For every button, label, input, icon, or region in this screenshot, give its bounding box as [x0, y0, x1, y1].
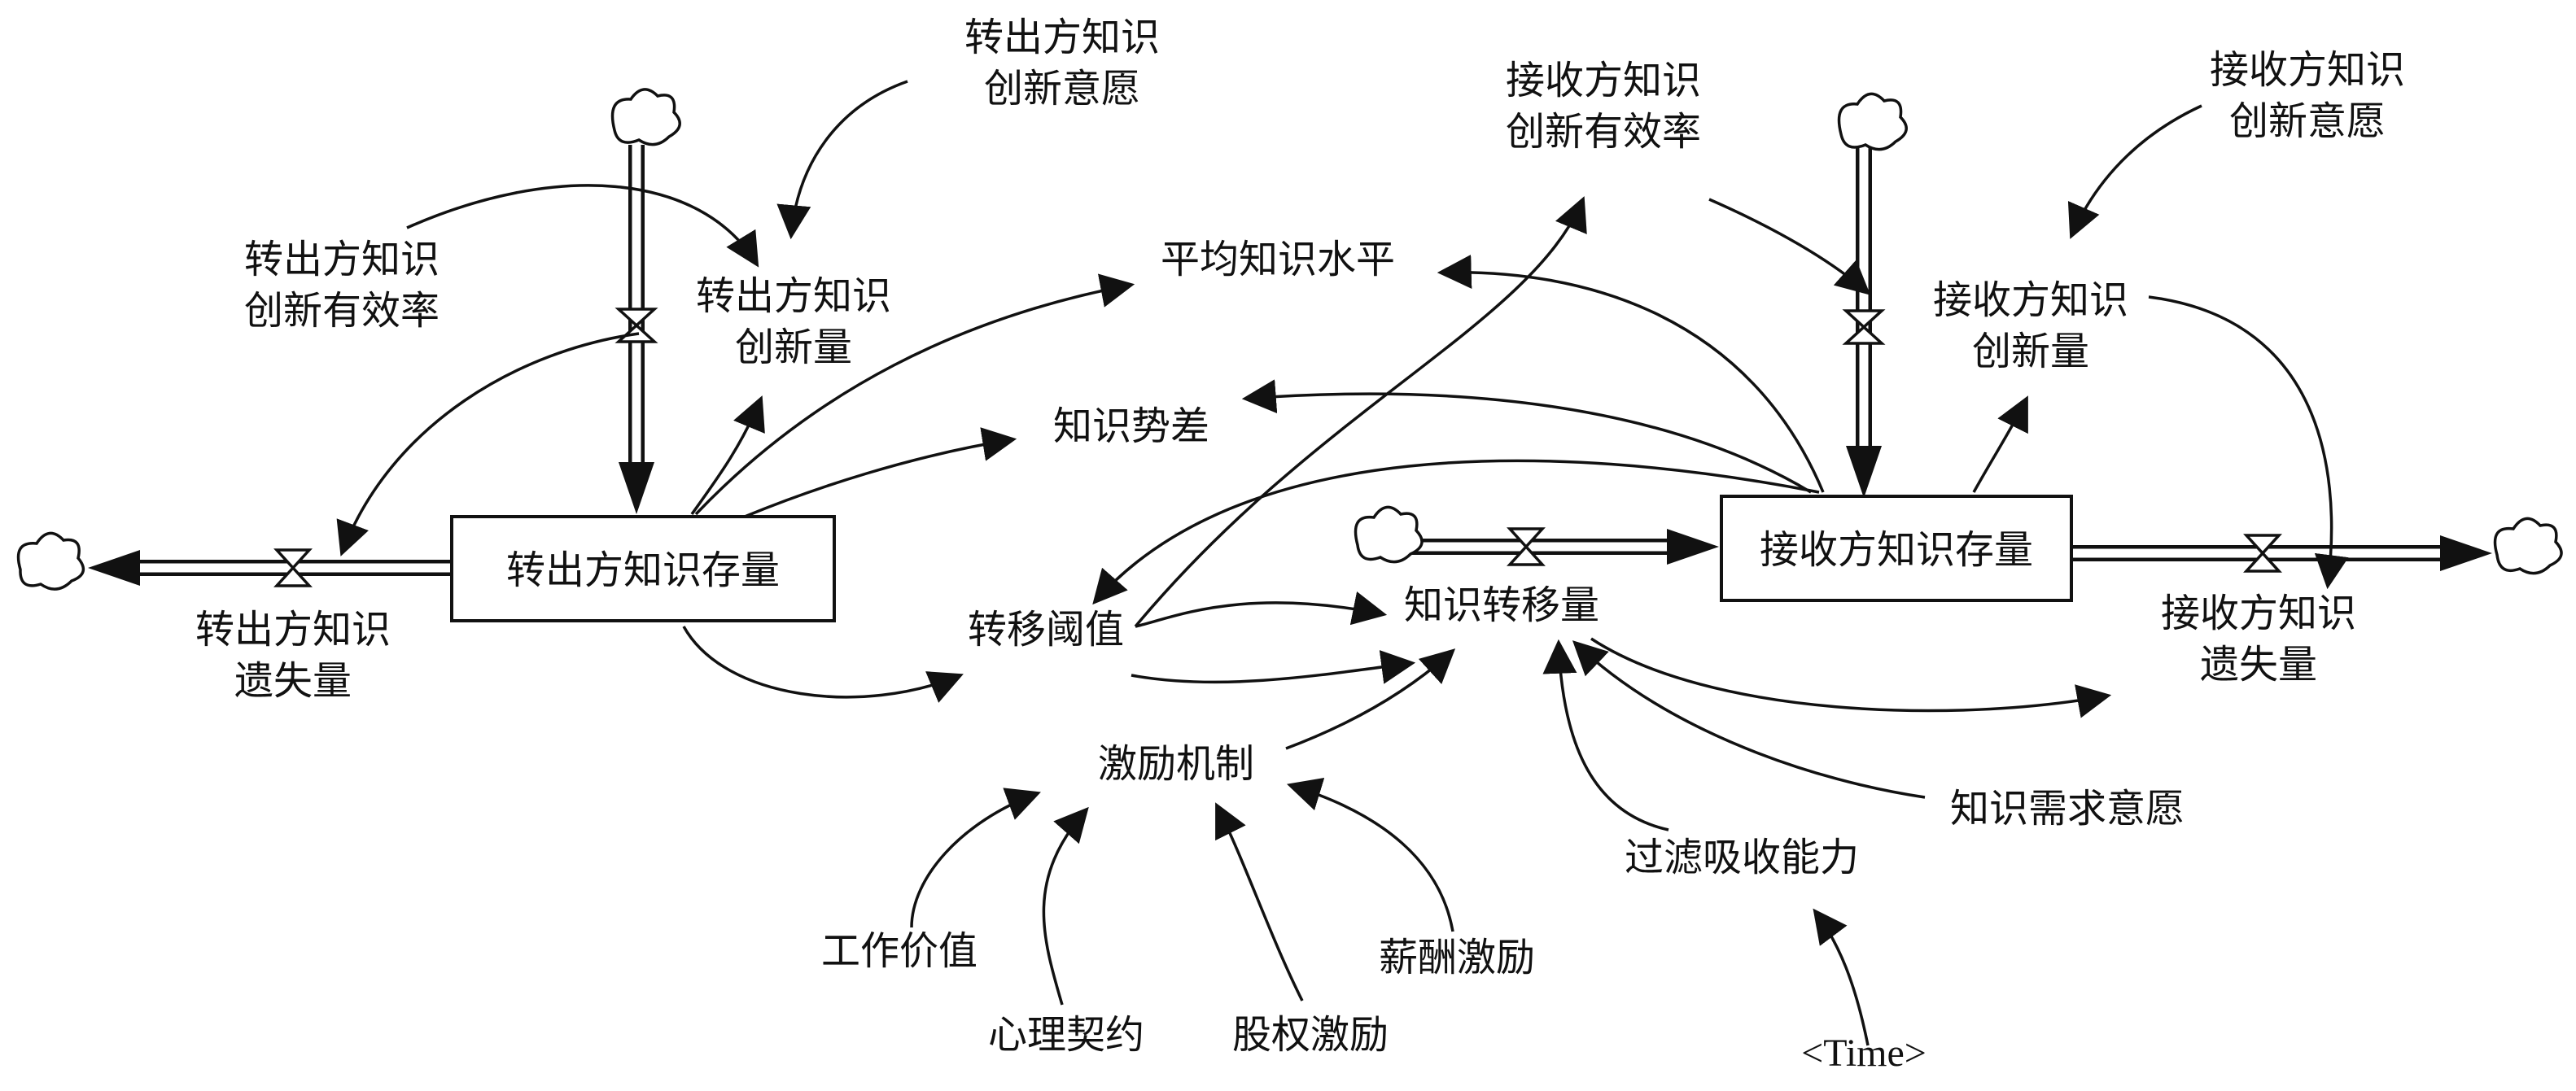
- label-knowledge-potential-difference: 知识势差: [1053, 404, 1209, 449]
- cloud-icon-receiver-source: [1837, 92, 1908, 151]
- label-average-knowledge-level: 平均知识水平: [1161, 237, 1395, 282]
- causal-arrows: [336, 80, 2349, 1046]
- label-receiver-innovation-amount-line2: 创新量: [1972, 329, 2089, 374]
- label-sender-innovation-will-line2: 创新意愿: [984, 66, 1140, 111]
- flow-pipes: [88, 145, 2492, 586]
- label-salary-incentive: 薪酬激励: [1379, 935, 1535, 980]
- label-sender-innovation-amount: 转出方知识 创新量: [696, 273, 891, 370]
- label-sender-innovation-efficiency: 转出方知识 创新有效率: [244, 237, 440, 334]
- label-psychological-contract: 心理契约: [988, 1012, 1144, 1058]
- label-receiver-innovation-will-line2: 创新意愿: [2229, 98, 2386, 144]
- valve-icon-transfer: [1507, 527, 1546, 566]
- label-knowledge-demand-will: 知识需求意愿: [1950, 786, 2185, 831]
- cloud-icon-receiver-sink: [2493, 517, 2563, 575]
- label-sender-innovation-will: 转出方知识 创新意愿: [964, 15, 1160, 111]
- label-receiver-innovation-efficiency-line1: 接收方知识: [1506, 58, 1701, 103]
- label-sender-innovation-will-line1: 转出方知识: [964, 15, 1160, 60]
- valve-icon-sender-innovation: [614, 308, 658, 343]
- label-sender-innovation-efficiency-line1: 转出方知识: [244, 237, 440, 282]
- label-receiver-innovation-amount-line1: 接收方知识: [1933, 277, 2128, 323]
- label-sender-innovation-efficiency-line2: 创新有效率: [244, 288, 440, 334]
- label-incentive-mechanism: 激励机制: [1098, 741, 1254, 787]
- label-work-value: 工作价值: [821, 928, 977, 974]
- cloud-icon-sender-sink: [16, 531, 85, 591]
- label-receiver-innovation-efficiency-line2: 创新有效率: [1506, 109, 1701, 155]
- label-receiver-loss: 接收方知识 遗失量: [2161, 591, 2356, 687]
- cloud-icon-transfer-source: [1354, 505, 1424, 564]
- valve-icon-sender-loss: [273, 548, 313, 587]
- stock-sender-knowledge: 转出方知识存量: [450, 515, 836, 622]
- label-receiver-loss-line2: 遗失量: [2200, 642, 2317, 687]
- stock-sender-label: 转出方知识存量: [506, 548, 780, 593]
- label-sender-loss-line2: 遗失量: [234, 658, 352, 704]
- label-filter-absorption-capacity: 过滤吸收能力: [1625, 835, 1859, 880]
- valve-icon-receiver-innovation: [1842, 309, 1886, 345]
- label-receiver-innovation-will-line1: 接收方知识: [2210, 47, 2405, 93]
- label-transfer-threshold: 转移阈值: [968, 607, 1124, 652]
- label-receiver-loss-line1: 接收方知识: [2161, 591, 2356, 636]
- label-receiver-innovation-efficiency: 接收方知识 创新有效率: [1506, 58, 1701, 155]
- label-knowledge-transfer-amount: 知识转移量: [1404, 583, 1599, 628]
- label-equity-incentive: 股权激励: [1232, 1012, 1389, 1058]
- stock-receiver-knowledge: 接收方知识存量: [1720, 495, 2073, 602]
- label-receiver-innovation-amount: 接收方知识 创新量: [1933, 277, 2128, 374]
- valve-icon-receiver-loss: [2243, 534, 2282, 573]
- cloud-icon-sender-source: [610, 88, 681, 146]
- label-receiver-innovation-will: 接收方知识 创新意愿: [2210, 47, 2405, 144]
- label-time: <Time>: [1801, 1032, 1927, 1075]
- label-sender-loss: 转出方知识 遗失量: [195, 607, 391, 704]
- stock-receiver-label: 接收方知识存量: [1760, 527, 2033, 573]
- label-sender-innovation-amount-line1: 转出方知识: [696, 273, 891, 319]
- label-sender-innovation-amount-line2: 创新量: [735, 325, 852, 370]
- label-sender-loss-line1: 转出方知识: [195, 607, 391, 652]
